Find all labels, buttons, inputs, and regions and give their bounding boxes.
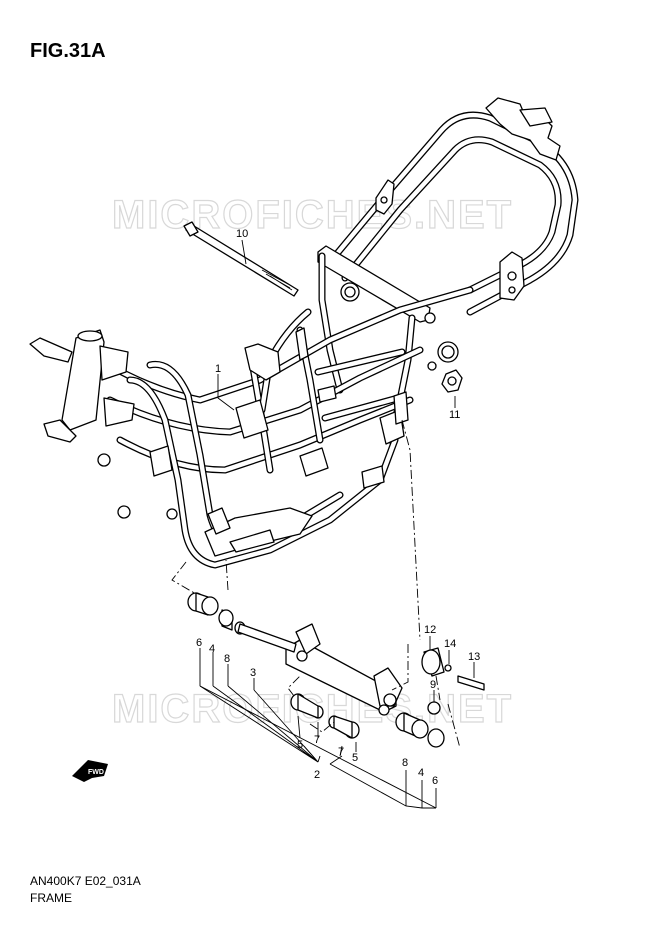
- fwd-arrow-icon: FWD: [72, 760, 108, 782]
- callout-9: 9: [430, 679, 436, 691]
- callout-1: 1: [215, 363, 221, 375]
- callout-2: 2: [314, 769, 320, 781]
- callout-7-left: 7: [314, 734, 320, 746]
- callout-12: 12: [424, 624, 436, 636]
- callout-4-left: 4: [209, 643, 215, 655]
- callout-5-right: 5: [352, 752, 358, 764]
- callout-6-right: 6: [432, 775, 438, 787]
- callout-5-left: 5: [297, 739, 303, 751]
- long-bolt-part-10: [183, 221, 299, 297]
- callout-13: 13: [468, 651, 480, 663]
- bushing-stack-right: [395, 647, 485, 748]
- watermark-top: MICROFICHES.NET: [112, 193, 513, 237]
- svg-text:FWD: FWD: [88, 769, 104, 776]
- bushing-center: [290, 693, 360, 739]
- fig-title: FIG.31A: [30, 40, 106, 62]
- callout-14: 14: [444, 638, 456, 650]
- engine-mount-bracket-part-2: [285, 623, 403, 716]
- callout-7-right: 7: [338, 746, 344, 758]
- callout-10: 10: [236, 228, 248, 240]
- leader-lines: [199, 239, 475, 809]
- callout-11: 11: [449, 409, 460, 421]
- callout-6-left: 6: [196, 637, 202, 649]
- callout-4-right: 4: [418, 767, 424, 779]
- callout-8-left: 8: [224, 653, 230, 665]
- bushing-stack-left: [187, 592, 297, 653]
- model-code: AN400K7 E02_031A: [30, 874, 141, 888]
- nut-part-11: [441, 369, 463, 393]
- assembly-guide-lines: [171, 419, 461, 749]
- callout-8-right: 8: [402, 757, 408, 769]
- callout-3: 3: [250, 667, 256, 679]
- section-name: FRAME: [30, 891, 72, 905]
- main-frame: [29, 97, 579, 569]
- callout-labels: 1 10 11 12 14 13 9 6 4 8 3 5 7 7 5 2 8 4…: [196, 228, 480, 787]
